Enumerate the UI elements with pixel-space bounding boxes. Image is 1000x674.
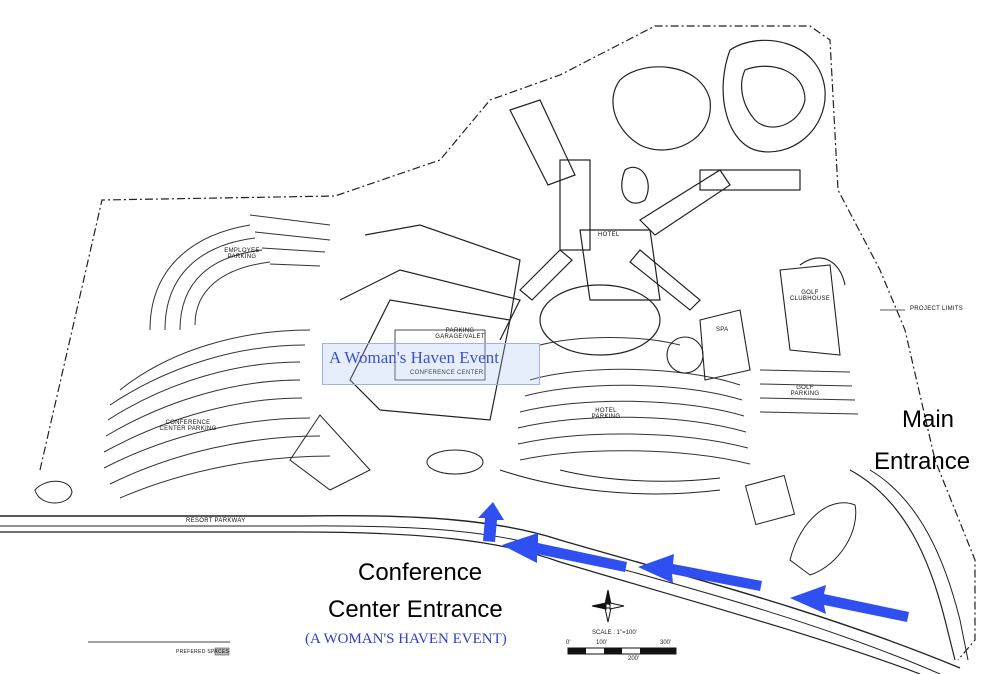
event-overlay-text: A Woman's Haven Event	[329, 348, 499, 367]
main-entrance-road	[849, 469, 956, 661]
event-caption: (A WOMAN'S HAVEN EVENT)	[305, 631, 507, 647]
preferred-spaces-legend	[88, 641, 230, 656]
conference-center-parking-lot	[103, 329, 331, 499]
arrow-up-segment	[478, 502, 504, 542]
pool-area	[612, 39, 826, 204]
golf-parking-label: GOLF PARKING	[790, 385, 820, 397]
spa-label: SPA	[716, 327, 729, 333]
golf-clubhouse-building	[779, 257, 846, 356]
route-arrows	[478, 502, 909, 622]
hotel-label: HOTEL	[598, 232, 620, 238]
arrow-middle-segment	[638, 554, 762, 591]
hotel-parking-lot	[517, 337, 751, 465]
scale-tick-300: 300'	[660, 640, 672, 646]
scale-tick-200: 200'	[628, 656, 640, 662]
arrow-right-segment	[790, 585, 909, 622]
conference-entrance-label-line1: Conference	[358, 559, 483, 586]
scale-bar	[567, 647, 677, 655]
scale-tick-100: 100'	[596, 640, 608, 646]
golf-parking-lot	[759, 369, 859, 415]
scale-tick-0: 0'	[566, 640, 571, 646]
site-features	[34, 414, 857, 576]
conference-center-building	[339, 224, 521, 421]
north-letter: N	[605, 600, 611, 607]
employee-parking-lot	[149, 214, 331, 331]
golf-clubhouse-label: GOLF CLUBHOUSE	[790, 290, 831, 302]
employee-parking-label: EMPLOYEE PARKING	[224, 248, 260, 260]
project-boundary	[39, 25, 976, 661]
parking-garage-label: PARKING GARAGE/VALET	[435, 328, 485, 340]
conference-entrance-label-line2: Center Entrance	[328, 596, 503, 623]
resort-parkway-label: RESORT PARKWAY	[186, 518, 246, 524]
main-entrance-label-line2: Entrance	[874, 448, 971, 475]
main-entrance-label-line1: Main	[902, 406, 955, 433]
hotel-parking-label: HOTEL PARKING	[591, 408, 621, 420]
preferred-spaces-label: PREFERED SPACES	[176, 649, 230, 655]
conference-center-parking-label: CONFERENCE CENTER PARKING	[159, 420, 217, 432]
project-limits-label: PROJECT LIMITS	[910, 306, 964, 312]
hotel-building	[509, 99, 801, 356]
resort-parkway-road	[0, 514, 961, 669]
north-arrow-icon	[591, 589, 625, 623]
event-overlay-box: A Woman's Haven Event	[322, 343, 540, 385]
arrow-left-segment	[502, 533, 627, 572]
conference-center-label: CONFERENCE CENTER	[410, 370, 484, 376]
scale-title: SCALE : 1"=100'	[592, 630, 637, 636]
spa-building	[666, 309, 751, 381]
